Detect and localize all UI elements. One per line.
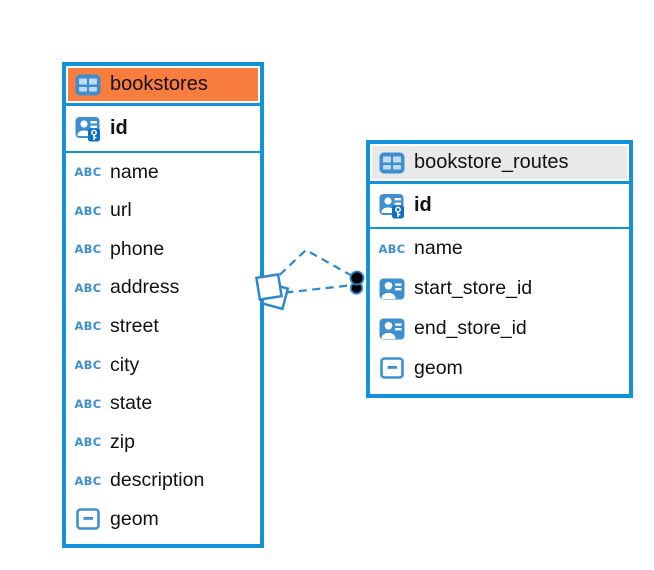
geometry-column-icon — [74, 508, 102, 530]
table-title: bookstore_routes — [414, 151, 569, 173]
table-icon — [378, 152, 406, 174]
relationship-line — [271, 283, 355, 296]
column-row-phone[interactable]: ABC phone — [66, 230, 260, 269]
column-name: id — [110, 117, 128, 139]
text-column-icon: ABC — [74, 165, 102, 180]
column-name: url — [110, 199, 132, 222]
primary-key-icon — [74, 116, 102, 142]
column-row-zip[interactable]: ABC zip — [66, 423, 260, 462]
primary-key-icon — [378, 193, 406, 219]
column-row-id[interactable]: id — [66, 106, 260, 153]
table-header[interactable]: bookstore_routes — [370, 144, 629, 184]
column-name: address — [110, 276, 180, 299]
column-name: description — [110, 469, 205, 492]
column-name: city — [110, 353, 140, 376]
column-row-name[interactable]: ABC name — [66, 153, 260, 192]
text-column-icon: ABC — [74, 435, 102, 450]
column-name: id — [414, 194, 432, 216]
column-name: end_store_id — [414, 317, 527, 340]
column-name: geom — [414, 356, 463, 379]
column-row-id[interactable]: id — [370, 184, 629, 229]
text-column-icon: ABC — [74, 473, 102, 488]
column-row-address[interactable]: ABC address — [66, 269, 260, 308]
column-row-description[interactable]: ABC description — [66, 461, 260, 500]
column-row-geom[interactable]: geom — [66, 500, 260, 539]
column-name: geom — [110, 507, 159, 530]
text-column-icon: ABC — [74, 280, 102, 295]
column-name: phone — [110, 237, 165, 260]
column-name: name — [414, 237, 463, 260]
table-icon — [74, 74, 102, 96]
relationship-lines[interactable] — [269, 248, 355, 296]
one-end-dot-markers — [349, 270, 365, 295]
column-name: zip — [110, 430, 135, 453]
column-name: name — [110, 160, 159, 183]
column-row-start_store_id[interactable]: start_store_id — [370, 269, 629, 309]
column-row-end_store_id[interactable]: end_store_id — [370, 309, 629, 349]
text-column-icon: ABC — [378, 241, 406, 256]
column-row-state[interactable]: ABC state — [66, 384, 260, 423]
relationship-line — [269, 248, 355, 285]
text-column-icon: ABC — [74, 242, 102, 257]
column-row-geom[interactable]: geom — [370, 349, 629, 389]
column-name: start_store_id — [414, 277, 533, 300]
reference-column-icon — [378, 278, 406, 300]
table-title: bookstores — [110, 73, 208, 95]
text-column-icon: ABC — [74, 358, 102, 372]
geometry-column-icon — [378, 357, 406, 380]
column-row-city[interactable]: ABC city — [66, 346, 260, 385]
column-row-url[interactable]: ABC url — [66, 192, 260, 231]
column-row-street[interactable]: ABC street — [66, 307, 260, 346]
column-name: state — [110, 392, 153, 415]
column-row-name[interactable]: ABC name — [370, 229, 629, 269]
reference-column-icon — [378, 318, 406, 340]
text-column-icon: ABC — [74, 203, 102, 218]
text-column-icon: ABC — [74, 319, 102, 334]
column-name: street — [110, 314, 159, 337]
text-column-icon: ABC — [74, 396, 102, 411]
table-header[interactable]: bookstores — [66, 66, 260, 106]
